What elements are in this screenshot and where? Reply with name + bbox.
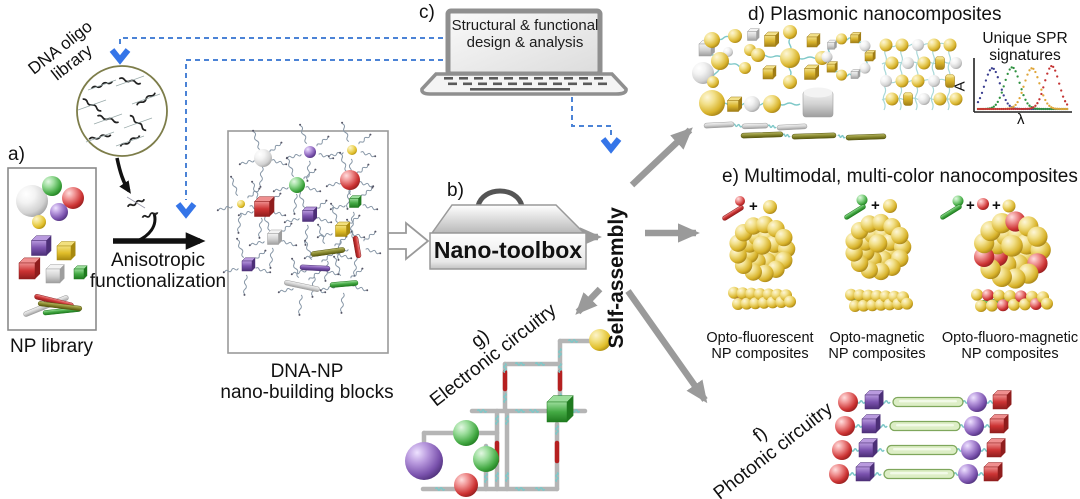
plus-sign: + (871, 197, 880, 214)
dna-np-building-blocks (216, 121, 382, 316)
plasmonic-structures (692, 25, 963, 141)
panel-e-title: e) Multimodal, multi-color nanocomposite… (722, 166, 1078, 187)
spr-title: Unique SPR signatures (982, 30, 1068, 65)
self-assembly-arrows (575, 127, 708, 404)
laptop-screen-text: Structural & functional design & analysi… (451, 17, 599, 51)
self-assembly-label: Self-assembly (605, 207, 629, 349)
opto-fluorescent-caption: Opto-fluorescent NP composites (706, 330, 814, 363)
design-feedback-dashed-links (109, 37, 622, 219)
anisotropic-functionalization-label: Anisotropic functionalization (89, 250, 227, 293)
multimodal-composites (722, 194, 1053, 312)
plus-sign: + (749, 198, 758, 215)
nano-toolbox-icon (429, 188, 587, 270)
panel-d-title: d) Plasmonic nanocomposites (748, 4, 1002, 25)
panel-c-label: c) (419, 2, 435, 23)
panel-a-label: a) (8, 144, 25, 165)
plus-sign: + (966, 197, 975, 214)
functionalization-arrows (113, 157, 430, 261)
dna-np-caption: DNA-NP nano-building blocks (220, 361, 394, 404)
photonic-circuit (829, 390, 1013, 484)
spr-y-axis-label: A (951, 81, 969, 92)
panel-b-label: b) (447, 180, 464, 201)
plus-sign: + (992, 197, 1001, 214)
electronic-circuit (405, 329, 611, 497)
laptop-icon (420, 8, 628, 96)
dna-np-box (227, 130, 389, 354)
np-library-particles (16, 176, 88, 317)
opto-magnetic-caption: Opto-magnetic NP composites (828, 330, 926, 363)
nano-toolbox-label: Nano-toolbox (433, 237, 583, 263)
np-library-caption: NP library (10, 336, 94, 357)
spr-chart (973, 58, 1072, 113)
dna-oligo-circle (76, 65, 168, 157)
opto-fluoro-magnetic-caption: Opto-fluoro-magnetic NP composites (941, 330, 1079, 363)
spr-x-axis-label: λ (1017, 111, 1025, 128)
